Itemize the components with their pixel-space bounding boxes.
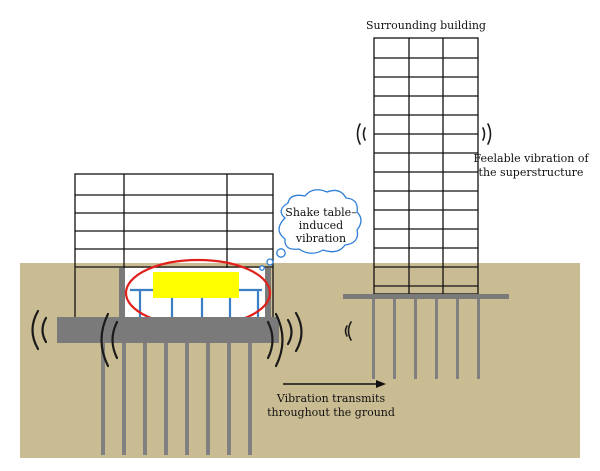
transmission-label-line1: Vibration transmits bbox=[276, 392, 386, 405]
shake-table-callout-cloud bbox=[259, 189, 362, 271]
surrounding-building-label: Surrounding building bbox=[366, 19, 486, 32]
transmission-arrow bbox=[283, 380, 386, 388]
superstructure-vibration-waves bbox=[356, 123, 492, 145]
surrounding-building-piles bbox=[372, 299, 480, 379]
ground-transmission-waves bbox=[344, 321, 352, 341]
foundation-vibration-waves-right bbox=[266, 311, 303, 368]
shake-table-label-line2: induced bbox=[299, 219, 343, 232]
shake-table-pit-walls bbox=[119, 268, 271, 320]
test-building-foundation bbox=[57, 317, 279, 343]
surrounding-building-superstructure bbox=[373, 37, 479, 295]
foundation-vibration-waves-left bbox=[31, 309, 119, 368]
feelable-vibration-label-line1: Feelable vibration of bbox=[473, 152, 589, 165]
transmission-label-line2: throughout the ground bbox=[267, 406, 395, 419]
shake-table-label-line3: vibration bbox=[295, 232, 346, 245]
shake-table-label-line1: Shake table– bbox=[285, 206, 357, 219]
test-building-piles bbox=[101, 343, 252, 455]
shake-table-platform bbox=[153, 272, 239, 298]
feelable-vibration-label-line2: the superstructure bbox=[479, 166, 584, 179]
surrounding-building-foundation bbox=[343, 294, 509, 299]
